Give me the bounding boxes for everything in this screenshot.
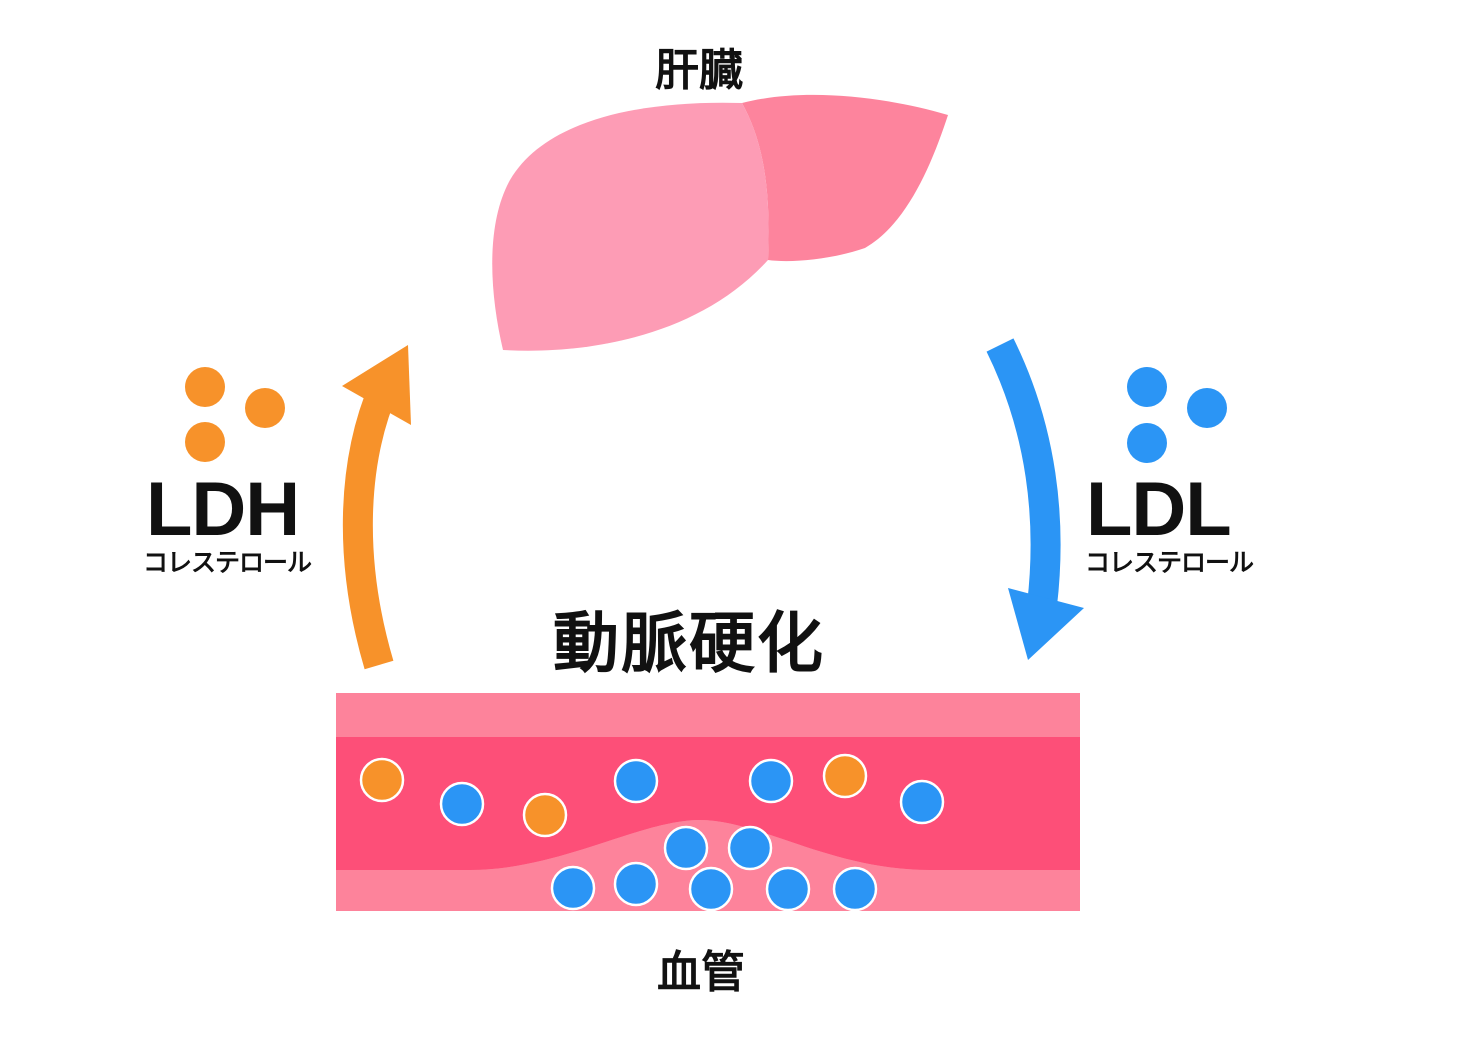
blood-vessel-label: 血管 (657, 947, 745, 998)
plaque-particle (663, 825, 709, 871)
vessel-particles (359, 753, 945, 838)
blue-particle (439, 781, 485, 827)
ldl-dot (1127, 367, 1167, 407)
orange-particle (522, 792, 568, 838)
ldh-dot (185, 422, 225, 462)
liver-label: 肝臓 (655, 45, 743, 96)
plaque-particle (832, 866, 878, 912)
blue-particle (613, 758, 659, 804)
plaque-particle (765, 866, 811, 912)
plaque-particle (688, 866, 734, 912)
blue-particle (748, 758, 794, 804)
blue-arrow-head (1008, 588, 1084, 660)
ldl-cholesterol-label: コレステロール (1085, 548, 1254, 577)
ldl-label: LDL (1086, 467, 1232, 552)
orange-arrow (342, 345, 411, 670)
plaque-particle (550, 865, 596, 911)
plaque-particle (727, 825, 773, 871)
orange-arrow-shaft (342, 378, 399, 670)
orange-particle (822, 753, 868, 799)
ldl-dot (1127, 423, 1167, 463)
orange-particle (359, 757, 405, 803)
ldl-dot (1187, 388, 1227, 428)
blood-vessel (336, 693, 1080, 912)
ldl-dots (1127, 367, 1227, 463)
ldh-dot (185, 367, 225, 407)
blue-arrow (986, 338, 1084, 660)
liver-right-lobe (742, 94, 948, 262)
blue-particle (899, 779, 945, 825)
vessel-lumen (336, 737, 1080, 870)
plaque-particles (550, 825, 878, 912)
ldh-cholesterol-label: コレステロール (143, 548, 312, 577)
liver-illustration (492, 94, 948, 351)
blue-arrow-shaft (986, 338, 1061, 607)
plaque-particle (613, 861, 659, 907)
orange-arrow-head (342, 345, 411, 425)
ldh-dot (245, 388, 285, 428)
arteriosclerosis-label: 動脈硬化 (553, 605, 825, 682)
ldh-dots (185, 367, 285, 462)
ldh-label: LDH (146, 467, 300, 552)
liver-left-lobe (492, 102, 769, 351)
